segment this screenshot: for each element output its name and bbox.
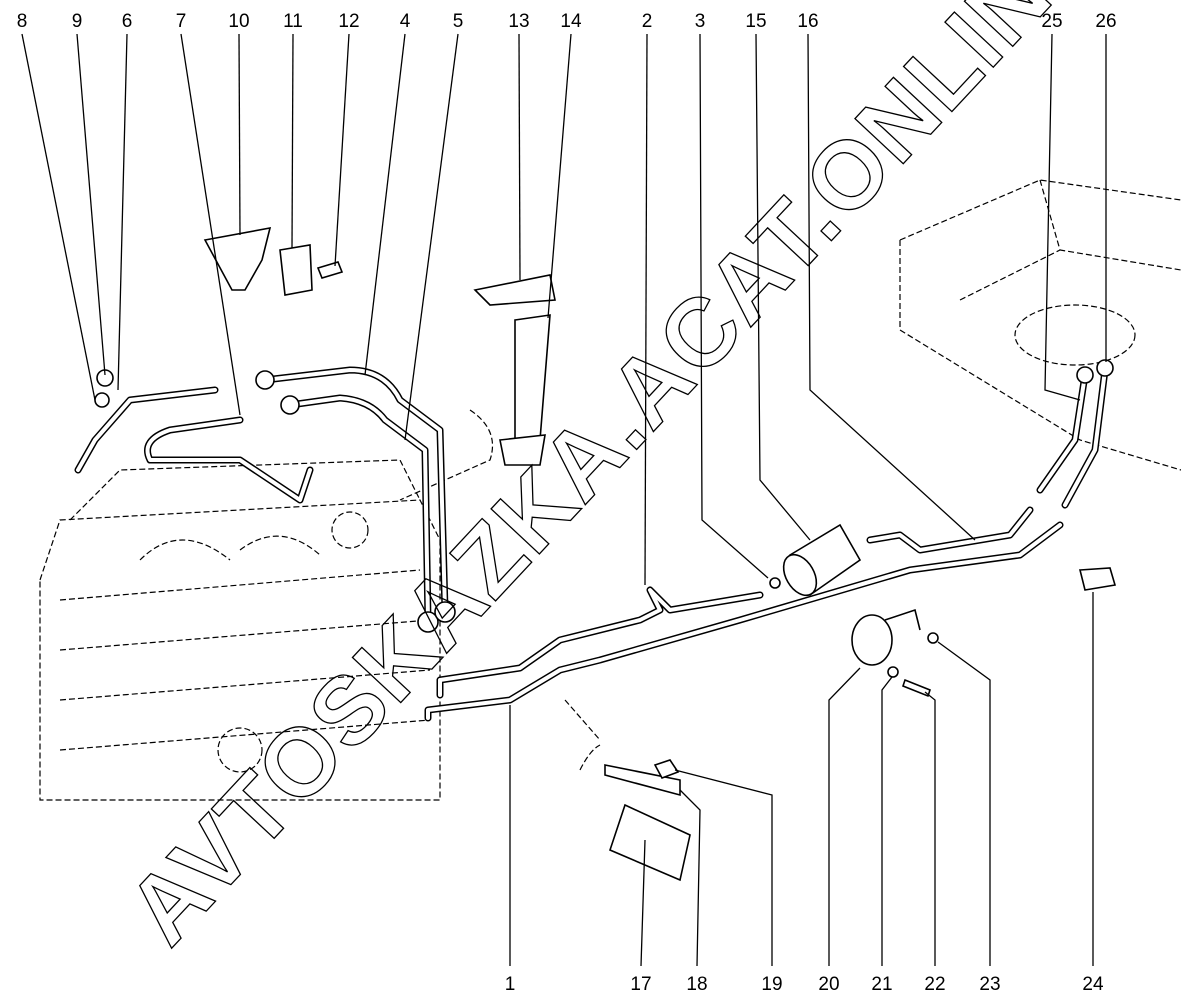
leader-lines [21, 33, 1107, 967]
callout-1: 1 [505, 974, 516, 995]
callout-15: 15 [745, 11, 766, 32]
callout-8: 8 [17, 11, 28, 32]
leader-line-6 [117, 33, 128, 391]
callout-24: 24 [1082, 974, 1104, 995]
leader-line-11 [291, 33, 294, 249]
callout-18: 18 [686, 974, 707, 995]
leader-line-12 [334, 33, 350, 267]
callout-25: 25 [1041, 11, 1062, 32]
callout-12: 12 [338, 11, 359, 32]
leader-line-25 [1044, 33, 1081, 401]
leader-line-2 [644, 33, 648, 586]
callout-21: 21 [871, 974, 892, 995]
callout-9: 9 [72, 11, 83, 32]
callout-3: 3 [695, 11, 706, 32]
leader-line-14 [547, 33, 572, 319]
fuel-pipes-4-5 [255, 366, 456, 633]
callout-22: 22 [924, 974, 945, 995]
leader-line-10 [238, 33, 241, 236]
clip-parts-17-19 [604, 759, 691, 882]
injector-pipes-6-7 [74, 369, 314, 504]
clamp-20-23 [851, 608, 939, 698]
callout-17: 17 [630, 974, 651, 995]
leader-line-7 [180, 33, 241, 416]
leader-line-15 [755, 33, 811, 541]
leader-line-22 [924, 691, 936, 966]
callout-16: 16 [797, 11, 818, 32]
main-fuel-pipes [424, 506, 1064, 771]
callout-2: 2 [642, 11, 653, 32]
leader-line-13 [518, 33, 521, 281]
clamp-11 [279, 244, 313, 296]
callout-6: 6 [122, 11, 133, 32]
leader-line-20 [828, 667, 861, 966]
leader-line-8 [21, 33, 96, 401]
rubber-pad-24 [1078, 567, 1117, 591]
leader-line-19 [674, 769, 773, 966]
leader-line-3 [699, 33, 769, 579]
leader-line-5 [404, 33, 459, 441]
watermark: AVTOSKAZKA.ACAT.ONLINE [107, 0, 1117, 964]
fuel-filter-15 [769, 523, 862, 597]
callout-13: 13 [508, 11, 529, 32]
leader-line-21 [881, 676, 893, 966]
fuel-tank-outline [899, 179, 1181, 471]
leader-line-18 [679, 789, 701, 967]
leader-line-17 [640, 839, 646, 967]
callout-26: 26 [1095, 11, 1116, 32]
bolt-12 [316, 261, 344, 279]
callout-11: 11 [283, 11, 303, 32]
leader-line-16 [807, 33, 976, 541]
callout-23: 23 [979, 974, 1000, 995]
leader-line-4 [364, 33, 406, 376]
callout-5: 5 [453, 11, 464, 32]
callout-19: 19 [761, 974, 782, 995]
callout-10: 10 [228, 11, 249, 32]
support-bracket-13-14 [399, 274, 556, 501]
tank-hoses-25-26 [1036, 359, 1114, 509]
callout-20: 20 [818, 974, 839, 995]
callout-4: 4 [400, 11, 411, 32]
callout-14: 14 [560, 11, 582, 32]
leader-line-9 [76, 33, 106, 376]
leader-line-23 [937, 641, 991, 966]
callout-7: 7 [176, 11, 187, 32]
bracket-10 [203, 226, 272, 291]
